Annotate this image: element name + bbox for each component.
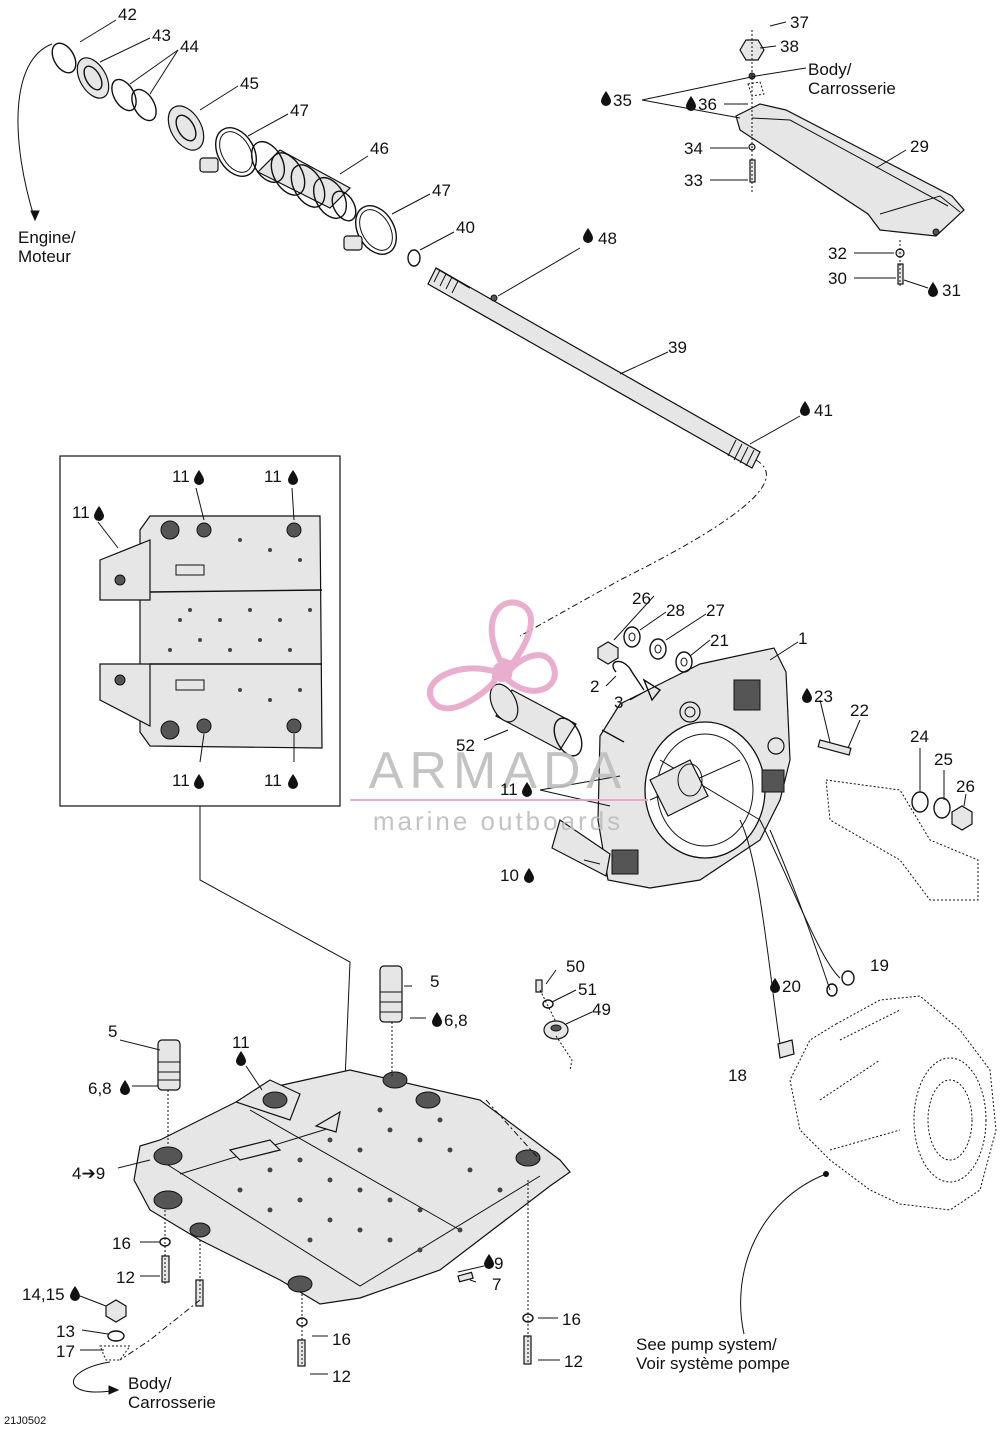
callout-48: 48: [598, 229, 617, 248]
drive-shaft-group: [17, 19, 801, 469]
part-46-bellows: [250, 141, 357, 222]
callout-52: 52: [456, 736, 475, 755]
callout-9: 9: [494, 1254, 503, 1273]
callout-45: 45: [240, 74, 259, 93]
callout-26-upper: 26: [632, 589, 651, 608]
part-40-washer: [407, 249, 421, 267]
callout-11-plate: 11: [232, 1033, 250, 1052]
callout-28: 28: [666, 601, 685, 620]
callout-44: 44: [180, 37, 199, 56]
pump-housing-dotted: [740, 970, 997, 1335]
callout-11-jet: 11: [500, 780, 518, 799]
watermark-brand: ARMADA: [369, 742, 627, 800]
part-45-bearing: [167, 105, 205, 151]
engine-note-line1: Engine/: [18, 228, 76, 247]
callout-20: 20: [782, 977, 801, 996]
callout-14-15: 14,15: [22, 1285, 65, 1304]
callout-38: 38: [780, 37, 799, 56]
diagram-code: 21J0502: [4, 1415, 46, 1427]
callout-34: 34: [684, 139, 703, 158]
callout-19: 19: [870, 956, 889, 975]
body-note-bottom-line1: Body/: [128, 1374, 172, 1393]
callout-11-inset-bot1: 11: [172, 771, 190, 790]
part-47-clamp-upper: [199, 127, 257, 177]
callout-51: 51: [578, 980, 597, 999]
callout-16-right: 16: [562, 1310, 581, 1329]
body-note-top-line1: Body/: [808, 60, 852, 79]
propeller-logo-icon: [426, 599, 558, 712]
part-5-stud-right: [379, 965, 403, 1023]
callout-30: 30: [828, 269, 847, 288]
callout-4-9: 4➔9: [72, 1164, 105, 1183]
callout-11-inset-top2: 11: [264, 467, 282, 486]
callout-7: 7: [492, 1275, 501, 1294]
watermark: ARMADA marine outboards: [350, 599, 648, 836]
callout-11-inset-bot2: 11: [264, 771, 282, 790]
ride-plate-inset: [59, 455, 351, 1201]
part-47-clamp-lower: [343, 205, 397, 255]
callout-16-middle: 16: [332, 1330, 351, 1349]
callout-26-lower: 26: [956, 777, 975, 796]
callout-32: 32: [828, 244, 847, 263]
callout-27: 27: [706, 601, 725, 620]
part-5-stud-left: [157, 1039, 181, 1091]
callout-49: 49: [592, 1000, 611, 1019]
callout-3: 3: [614, 693, 623, 712]
body-note-bottom-line2: Carrosserie: [128, 1393, 216, 1412]
callout-29: 29: [910, 137, 929, 156]
callout-12-middle: 12: [332, 1367, 351, 1386]
callout-47-upper: 47: [290, 101, 309, 120]
support-bracket-group: [641, 21, 965, 289]
callout-6-8-right: 6,8: [444, 1011, 468, 1030]
callout-16-left: 16: [112, 1234, 131, 1253]
callout-46: 46: [370, 139, 389, 158]
callout-5-right: 5: [430, 972, 439, 991]
callout-47-lower: 47: [432, 181, 451, 200]
callout-22: 22: [850, 701, 869, 720]
callout-39: 39: [668, 338, 687, 357]
callout-37: 37: [790, 13, 809, 32]
callout-36: 36: [698, 95, 717, 114]
callout-17: 17: [56, 1342, 75, 1361]
pump-note-line1: See pump system/: [636, 1335, 777, 1354]
callout-42: 42: [118, 5, 137, 24]
callout-50: 50: [566, 957, 585, 976]
part-44-o-rings: [111, 78, 157, 122]
ride-plate-group: [73, 965, 593, 1395]
callout-24: 24: [910, 727, 929, 746]
watermark-tagline: marine outboards: [373, 806, 623, 836]
engine-note-line2: Moteur: [18, 247, 71, 266]
callout-2: 2: [590, 677, 599, 696]
callout-6-8-left: 6,8: [88, 1079, 112, 1098]
callout-5-left: 5: [108, 1022, 117, 1041]
jet-support-group: [483, 459, 979, 1045]
part-52-sleeve: [489, 683, 583, 757]
body-note-top-line2: Carrosserie: [808, 79, 896, 98]
shaft-leaders: [17, 19, 801, 445]
callout-31: 31: [942, 281, 961, 300]
callout-1: 1: [798, 629, 807, 648]
callout-25: 25: [934, 750, 953, 769]
callout-11-inset-left: 11: [72, 503, 90, 522]
callout-35: 35: [613, 91, 632, 110]
callout-41: 41: [814, 401, 833, 420]
callout-12-left: 12: [116, 1268, 135, 1287]
callout-12-right: 12: [564, 1352, 583, 1371]
pump-note-line2: Voir système pompe: [636, 1354, 790, 1373]
callout-labels: 42 43 44 45 47 46 47 40 48 39 41 Engine/…: [4, 5, 975, 1427]
callout-43: 43: [152, 26, 171, 45]
callout-33: 33: [684, 171, 703, 190]
callout-10: 10: [500, 866, 519, 885]
part-42-ring: [51, 42, 77, 74]
callout-23: 23: [814, 687, 833, 706]
callout-13: 13: [56, 1322, 75, 1341]
callout-18: 18: [728, 1066, 747, 1085]
callout-11-inset-top1: 11: [172, 467, 190, 486]
callout-40: 40: [456, 218, 475, 237]
callout-21: 21: [710, 631, 729, 650]
part-39-drive-shaft: [427, 267, 761, 469]
part-43-carrier: [76, 57, 110, 99]
